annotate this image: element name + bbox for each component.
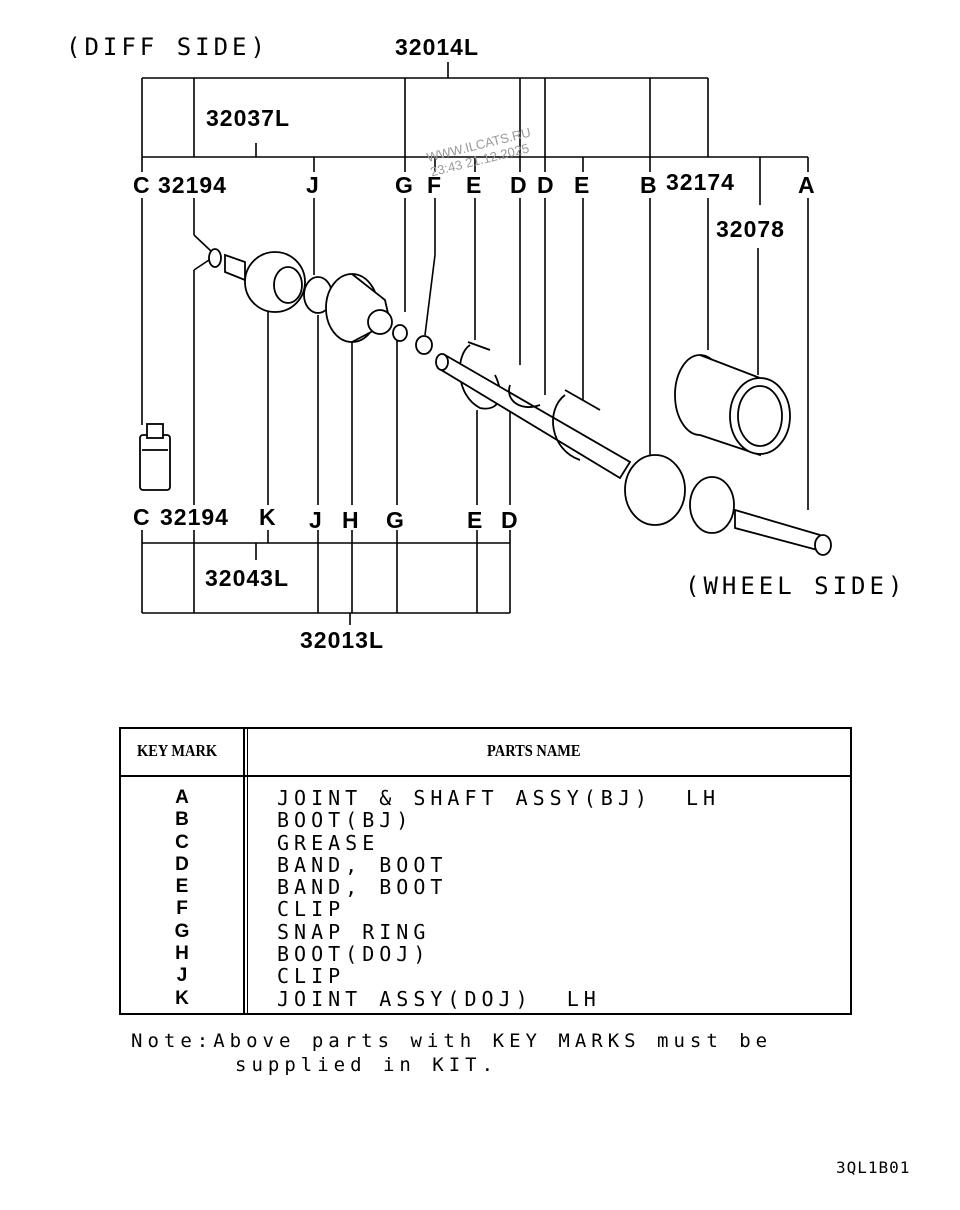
boot-bj-icon (624, 454, 832, 556)
mark-top-f: F (427, 172, 442, 198)
part-name-cell: JOINT ASSY(DOJ) LH (277, 986, 601, 1011)
key-mark-cell: A (175, 787, 189, 808)
snap-ring-g-icon (392, 324, 408, 342)
key-mark-cell: J (176, 965, 188, 987)
part-name-cell: BAND, BOOT (277, 852, 448, 877)
part-32194-bottom: 32194 (160, 504, 229, 530)
boot-doj-icon (325, 273, 393, 343)
doj-joint-icon (224, 251, 306, 313)
assembly-32014l: 32014L (395, 34, 479, 60)
mark-bottom-c: C (133, 504, 151, 530)
table-row: H BOOT(DOJ) (121, 943, 850, 965)
mark-top-j: J (306, 172, 320, 198)
part-name-cell: BOOT(DOJ) (277, 942, 431, 967)
key-mark-cell: G (174, 920, 190, 942)
table-header-divider (121, 775, 850, 777)
part-32174: 32174 (666, 169, 735, 195)
part-32194-top: 32194 (158, 172, 227, 198)
key-mark-cell: K (175, 987, 189, 1009)
part-name-cell: BAND, BOOT (277, 875, 448, 900)
mark-top-d2: D (537, 172, 555, 198)
assembly-32037l: 32037L (206, 105, 290, 131)
mark-top-e: E (466, 172, 482, 198)
table-row: G SNAP RING (121, 921, 850, 943)
table-divider (243, 729, 245, 1013)
part-name-cell: JOINT & SHAFT ASSY(BJ) LH (277, 786, 721, 810)
mark-bottom-d: D (501, 507, 519, 533)
table-divider-inner (247, 729, 248, 1013)
key-mark-cell: E (175, 876, 189, 898)
table-row: J CLIP (121, 965, 850, 987)
part-32078: 32078 (716, 216, 785, 242)
note-line-1: Note:Above parts with KEY MARKS must be (131, 1030, 773, 1052)
part-name-cell: SNAP RING (277, 919, 431, 944)
mark-bottom-e: E (467, 507, 483, 533)
table-row: C GREASE (121, 832, 850, 854)
key-mark-cell: H (175, 943, 189, 965)
assembly-32043l: 32043L (205, 565, 289, 591)
boot-kit-icon (674, 354, 791, 457)
mark-bottom-j: J (309, 507, 323, 533)
table-row: D BAND, BOOT (121, 854, 850, 876)
table-row: E BAND, BOOT (121, 876, 850, 898)
key-mark-cell: D (175, 853, 189, 875)
key-mark-cell: B (175, 809, 189, 831)
header-key-mark: KEY MARK (137, 741, 218, 760)
mark-top-e2: E (574, 172, 590, 198)
table-rows: A JOINT & SHAFT ASSY(BJ) LH B BOOT(BJ) C GR… (121, 787, 850, 1010)
key-mark-cell: C (175, 831, 189, 853)
header-parts-name: PARTS NAME (487, 741, 581, 760)
part-name-cell: GREASE (277, 830, 380, 855)
mark-bottom-k: K (259, 504, 277, 530)
diff-side-label: (DIFF SIDE) (66, 33, 269, 61)
band-d-icon (508, 384, 541, 408)
snap-ring-icon (208, 248, 222, 268)
parts-table: KEY MARK PARTS NAME A JOINT & SHAFT ASSY(… (119, 727, 852, 1015)
drive-shaft-icon (435, 353, 632, 480)
part-name-cell: CLIP (277, 964, 346, 989)
mark-bottom-h: H (342, 507, 360, 533)
mark-bottom-g: G (386, 507, 405, 533)
table-row: K JOINT ASSY(DOJ) LH (121, 988, 850, 1010)
part-name-cell: BOOT(BJ) (277, 808, 414, 833)
exploded-driveshaft-diagram: (DIFF SIDE) (WHEEL SIDE) WWW.ILCATS.RU 2… (66, 33, 906, 653)
mark-top-d1: D (510, 172, 528, 198)
assembly-32013l: 32013L (300, 627, 384, 653)
key-mark-cell: F (176, 898, 188, 920)
mark-top-c: C (133, 172, 151, 198)
grease-tube-icon (139, 423, 171, 491)
band-e-right-icon (552, 394, 581, 461)
mark-top-g: G (395, 172, 414, 198)
table-row: B BOOT(BJ) (121, 809, 850, 831)
figure-code: 3QL1B01 (836, 1158, 911, 1177)
clip-f-icon (415, 335, 433, 355)
table-row: F CLIP (121, 898, 850, 920)
mark-top-a: A (798, 172, 816, 198)
mark-top-b: B (640, 172, 658, 198)
table-row: A JOINT & SHAFT ASSY(BJ) LH (121, 787, 850, 809)
part-name-cell: CLIP (277, 897, 346, 922)
wheel-side-label: (WHEEL SIDE) (685, 572, 906, 600)
note-line-2: supplied in KIT. (235, 1054, 499, 1076)
